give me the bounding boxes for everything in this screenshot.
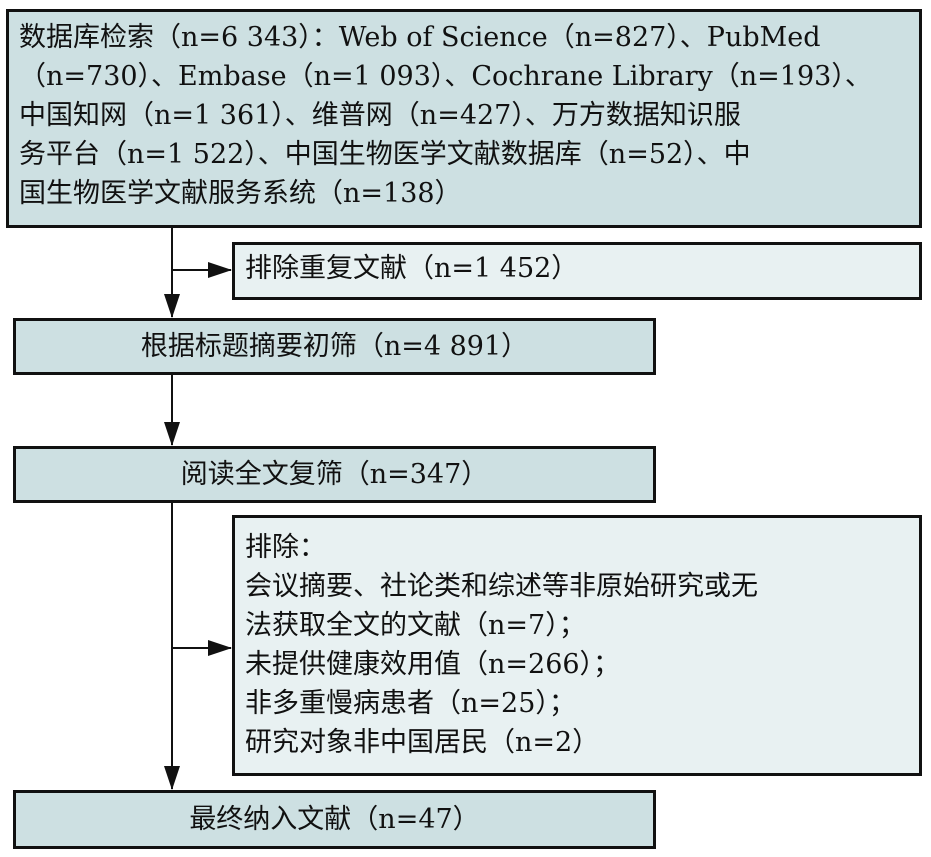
search-line: 务平台（n=1 522）、中国生物医学文献数据库（n=52）、中 [19, 139, 751, 170]
search-line: 数据库检索（n=6 343）：Web of Science（n=827）、Pub… [19, 22, 821, 53]
search-line: 中国知网（n=1 361）、维普网（n=427）、万方数据知识服 [19, 100, 741, 131]
final-included-box: 最终纳入文献（n=47） [13, 790, 656, 849]
exclusion-line: 法获取全文的文献（n=7）； [245, 610, 586, 641]
database-search-box: 数据库检索（n=6 343）：Web of Science（n=827）、Pub… [6, 9, 922, 228]
exclusion-heading: 排除： [245, 532, 326, 563]
search-line: （n=730）、Embase（n=1 093）、Cochrane Library… [19, 61, 872, 92]
exclusion-line: 会议摘要、社论类和综述等非原始研究或无 [245, 571, 758, 602]
fulltext-screen-text: 阅读全文复筛（n=347） [180, 459, 489, 490]
exclude-duplicates-text: 排除重复文献（n=1 452） [245, 253, 579, 284]
fulltext-screen-box: 阅读全文复筛（n=347） [13, 446, 656, 503]
search-line: 国生物医学文献服务系统（n=138） [19, 178, 462, 209]
title-abstract-screen-text: 根据标题摘要初筛（n=4 891） [140, 331, 529, 362]
exclusion-line: 研究对象非中国居民（n=2） [245, 727, 600, 758]
exclusion-line: 非多重慢病患者（n=25）； [245, 688, 576, 719]
title-abstract-screen-box: 根据标题摘要初筛（n=4 891） [13, 318, 656, 375]
exclude-duplicates-box: 排除重复文献（n=1 452） [232, 242, 922, 300]
final-included-text: 最终纳入文献（n=47） [189, 804, 480, 835]
exclusion-reasons-box: 排除： 会议摘要、社论类和综述等非原始研究或无 法获取全文的文献（n=7）； 未… [232, 515, 922, 776]
exclusion-line: 未提供健康效用值（n=266）； [245, 649, 621, 680]
